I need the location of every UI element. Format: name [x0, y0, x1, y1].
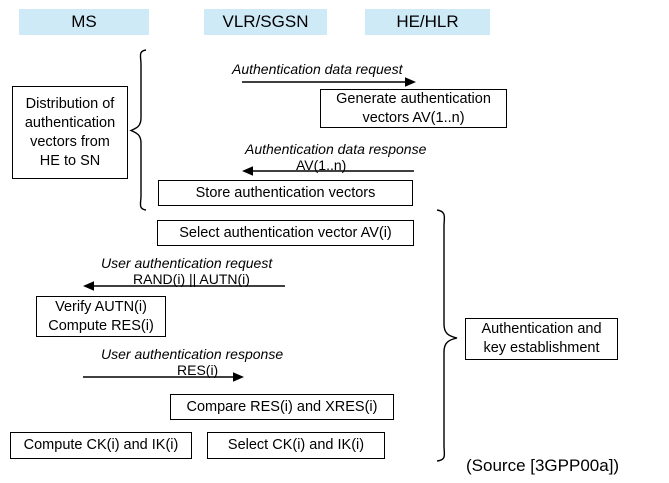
message-authentication-data-request-title: Authentication data request [232, 61, 403, 77]
phase-distribution-line-3: vectors from [30, 133, 110, 150]
compute-ck-and-ik-line-1: Compute CK(i) and IK(i) [23, 437, 179, 453]
generate-authentication-vectors-line-2: vectors AV(1..n) [362, 109, 465, 126]
generate-authentication-vectors-line-1: Generate authentication [336, 90, 491, 107]
source-attribution: (Source [3GPP00a]) [466, 456, 620, 475]
lane-header-he-hlr-label: HE/HLR [396, 12, 459, 31]
phase-box-distribution-of-authentication-vectors: Distribution of authentication vectors f… [12, 86, 128, 179]
lane-header-ms: MS [19, 9, 149, 35]
phase-distribution-line-4: HE to SN [39, 152, 101, 169]
process-box-select-ck-and-ik: Select CK(i) and IK(i) [207, 432, 385, 459]
verify-autn-compute-res-line-1: Verify AUTN(i) [55, 298, 147, 315]
message-user-authentication-response-title: User authentication response [101, 346, 284, 362]
message-user-authentication-request-payload: RAND(i) || AUTN(i) [133, 271, 250, 287]
phase-distribution-line-1: Distribution of [25, 95, 115, 112]
process-box-select-authentication-vector: Select authentication vector AV(i) [157, 220, 414, 246]
phase-box-authentication-and-key-establishment: Authentication and key establishment [465, 318, 618, 360]
phase-authentication-key-line-1: Authentication and [481, 321, 602, 337]
select-authentication-vector-line-1: Select authentication vector AV(i) [179, 224, 392, 241]
lane-header-vlr-sgsn: VLR/SGSN [204, 9, 327, 35]
message-authentication-data-response-arrow [242, 166, 414, 176]
message-authentication-data-response-title: Authentication data response [245, 141, 427, 157]
phase-1-brace [129, 49, 147, 211]
lane-header-vlr-sgsn-label: VLR/SGSN [222, 12, 309, 31]
phase-distribution-line-2: authentication [24, 114, 116, 131]
process-box-compute-ck-and-ik: Compute CK(i) and IK(i) [10, 432, 192, 459]
message-user-authentication-response-arrow [83, 372, 244, 382]
message-user-authentication-response-payload: RES(i) [177, 362, 219, 378]
lane-header-ms-label: MS [71, 12, 97, 31]
compare-res-and-xres-line-1: Compare RES(i) and XRES(i) [186, 398, 378, 415]
phase-2-brace [436, 209, 458, 462]
message-user-authentication-request-title: User authentication request [101, 255, 273, 271]
message-authentication-data-request-arrow [242, 77, 416, 87]
process-box-compare-res-and-xres: Compare RES(i) and XRES(i) [170, 394, 394, 420]
store-authentication-vectors-line-1: Store authentication vectors [195, 184, 376, 201]
process-box-store-authentication-vectors: Store authentication vectors [158, 180, 413, 206]
process-box-verify-autn-compute-res: Verify AUTN(i) Compute RES(i) [36, 296, 166, 337]
select-ck-and-ik-line-1: Select CK(i) and IK(i) [227, 437, 365, 453]
verify-autn-compute-res-line-2: Compute RES(i) [48, 317, 154, 334]
message-authentication-data-response-payload: AV(1..n) [296, 157, 347, 173]
phase-authentication-key-line-2: key establishment [483, 340, 600, 356]
process-box-generate-authentication-vectors: Generate authentication vectors AV(1..n) [320, 89, 507, 128]
message-user-authentication-request-arrow [83, 281, 285, 291]
lane-header-he-hlr: HE/HLR [365, 9, 490, 35]
